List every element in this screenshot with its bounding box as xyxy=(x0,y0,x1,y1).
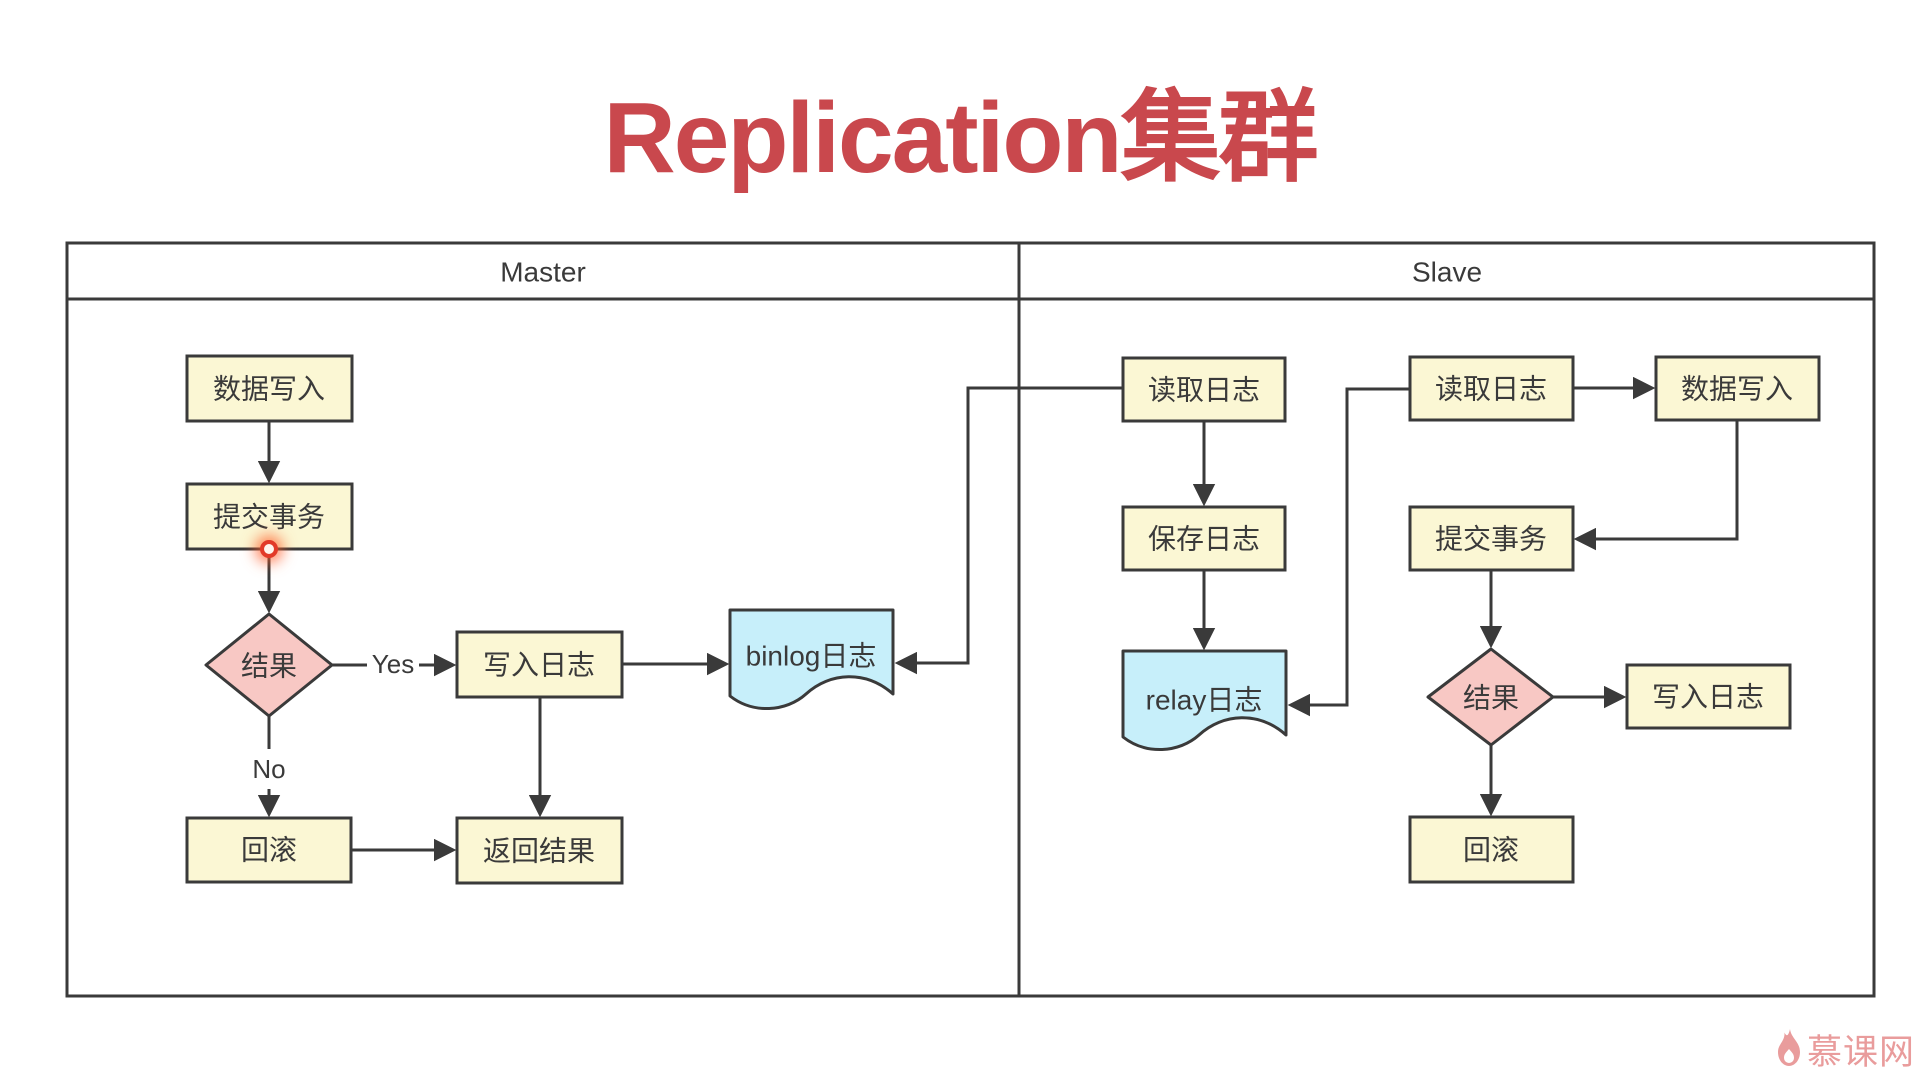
node-slave-write-data: 数据写入 xyxy=(1654,355,1821,422)
node-slave-commit: 提交事务 xyxy=(1408,505,1575,572)
imooc-watermark-text: 慕课网 xyxy=(1807,1033,1916,1072)
click-indicator xyxy=(260,540,278,558)
node-slave-read-log-sql: 读取日志 xyxy=(1408,355,1575,422)
node-master-commit: 提交事务 xyxy=(185,482,354,551)
svg-text:写入日志: 写入日志 xyxy=(483,650,595,681)
svg-text:数据写入: 数据写入 xyxy=(1681,374,1793,405)
svg-text:提交事务: 提交事务 xyxy=(213,502,325,533)
edge-label-no-bg xyxy=(243,749,295,789)
edge-slave-readlog-to-binlog xyxy=(894,386,1123,675)
edge-slave-writedata-to-commit xyxy=(1573,420,1739,551)
node-slave-save-log: 保存日志 xyxy=(1121,505,1287,572)
svg-text:relay日志: relay日志 xyxy=(1146,685,1263,716)
svg-text:提交事务: 提交事务 xyxy=(1435,524,1547,555)
node-master-return-result: 返回结果 xyxy=(455,816,624,885)
lane-header-slave: Slave xyxy=(1412,257,1482,288)
lane-header-master: Master xyxy=(500,257,586,288)
svg-text:回滚: 回滚 xyxy=(1463,835,1519,866)
edge-label-yes-bg xyxy=(367,646,419,682)
node-slave-rollback: 回滚 xyxy=(1408,815,1575,884)
svg-text:结果: 结果 xyxy=(241,651,297,682)
svg-text:读取日志: 读取日志 xyxy=(1148,375,1260,406)
svg-text:结果: 结果 xyxy=(1463,683,1519,714)
node-slave-read-log-io: 读取日志 xyxy=(1121,356,1287,423)
flowchart-frame xyxy=(65,241,1876,998)
decision-master-result: 结果 xyxy=(204,612,334,718)
edge-label-yes: Yes xyxy=(372,649,414,679)
edge-slave-readlogsql-to-relay xyxy=(1287,387,1410,717)
svg-text:回滚: 回滚 xyxy=(241,835,297,866)
svg-text:保存日志: 保存日志 xyxy=(1148,524,1260,555)
node-master-write-log: 写入日志 xyxy=(455,630,624,699)
svg-text:读取日志: 读取日志 xyxy=(1435,374,1547,405)
document-binlog: binlog日志 xyxy=(728,608,895,710)
document-relay: relay日志 xyxy=(1121,649,1288,751)
svg-text:返回结果: 返回结果 xyxy=(483,836,595,867)
svg-text:数据写入: 数据写入 xyxy=(213,374,325,405)
flame-icon xyxy=(1778,1028,1800,1066)
page-title: Replication集群 xyxy=(603,82,1319,194)
node-slave-write-log: 写入日志 xyxy=(1625,663,1792,730)
edge-label-no: No xyxy=(252,754,285,784)
node-master-rollback: 回滚 xyxy=(185,816,353,884)
svg-text:写入日志: 写入日志 xyxy=(1652,682,1764,713)
decision-slave-result: 结果 xyxy=(1426,647,1555,747)
node-master-write-data: 数据写入 xyxy=(185,354,354,423)
imooc-logo: 慕课网 xyxy=(1774,1024,1915,1075)
svg-text:binlog日志: binlog日志 xyxy=(746,641,877,672)
